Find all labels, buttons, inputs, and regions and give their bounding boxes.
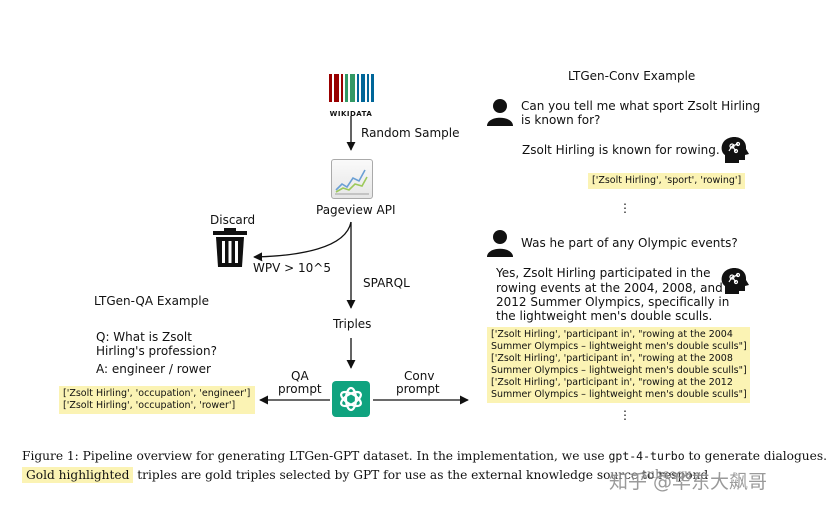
conv-triple-line: ['Zsolt Hirling', 'participant in', "row… xyxy=(491,329,733,340)
figure-caption-line2: Gold highlighted triples are gold triple… xyxy=(22,466,708,485)
bot-answer-2-line: rowing events at the 2004, 2008, and xyxy=(496,281,723,295)
qa-answer: A: engineer / rower xyxy=(96,362,211,376)
pageview-api-label: Pageview API xyxy=(316,203,396,217)
conv-example-title: LTGen-Conv Example xyxy=(568,69,696,83)
qa-prompt-label-line2: prompt xyxy=(278,382,322,396)
user-icon xyxy=(487,98,513,130)
wikidata-wordmark: WIKIDATA xyxy=(329,110,373,118)
ellipsis-2: ⋮ xyxy=(619,408,631,422)
figure-caption-line1: Figure 1: Pipeline overview for generati… xyxy=(22,447,827,466)
qa-prompt-label-line1: QA xyxy=(291,369,309,383)
user-question-2: Was he part of any Olympic events? xyxy=(521,236,738,250)
conv-triple-line: ['Zsolt Hirling', 'participant in', "row… xyxy=(491,377,733,388)
conv-triple-line: Summer Olympics – lightweight men's doub… xyxy=(491,365,747,376)
sparql-label: SPARQL xyxy=(363,276,410,290)
ai-brain-head-icon xyxy=(719,135,749,169)
user-question-1-line1: Can you tell me what sport Zsolt Hirling xyxy=(521,99,761,113)
discard-label: Discard xyxy=(210,213,256,227)
caption-text: to generate dialogues. xyxy=(684,449,827,463)
qa-question-line1: Q: What is Zsolt xyxy=(96,330,192,344)
qa-triple: ['Zsolt Hirling', 'occupation', 'enginee… xyxy=(63,388,251,399)
wikidata-barcode-icon xyxy=(329,74,374,102)
bot-answer-2-line: Yes, Zsolt Hirling participated in the xyxy=(496,266,711,280)
bot-answer-2-line: the lightweight men's double sculls. xyxy=(496,309,713,323)
trash-can-icon xyxy=(213,228,247,272)
ai-brain-head-icon xyxy=(719,266,749,300)
bot-answer-2-line: 2012 Summer Olympics, specifically in xyxy=(496,295,730,309)
caption-text: Figure 1: Pipeline overview for generati… xyxy=(22,449,609,463)
qa-question-line2: Hirling's profession? xyxy=(96,344,217,358)
openai-icon xyxy=(332,381,370,417)
user-question-1-line2: is known for? xyxy=(521,113,601,127)
wpv-condition-label: WPV > 10^5 xyxy=(253,261,331,275)
qa-triples-highlight: ['Zsolt Hirling', 'occupation', 'enginee… xyxy=(59,386,255,414)
conv-triple-line: Summer Olympics – lightweight men's doub… xyxy=(491,341,747,352)
caption-model-code: gpt-4-turbo xyxy=(608,449,685,463)
random-sample-label: Random Sample xyxy=(361,126,460,140)
triples-label: Triples xyxy=(333,317,372,331)
user-icon xyxy=(487,229,513,261)
caption-tail: subsequ xyxy=(641,467,693,481)
arrow-to-discard xyxy=(253,221,352,262)
qa-example-title: LTGen-QA Example xyxy=(94,294,209,308)
bot-answer-1: Zsolt Hirling is known for rowing. xyxy=(522,143,720,157)
ellipsis-1: ⋮ xyxy=(619,201,631,215)
conv-triples-2-highlight: ['Zsolt Hirling', 'participant in', "row… xyxy=(487,327,750,403)
conv-triple-1: ['Zsolt Hirling', 'sport', 'rowing'] xyxy=(588,173,746,189)
caption-text: triples are gold triples selected by GPT… xyxy=(133,468,709,482)
pageview-chart-icon xyxy=(331,159,373,199)
watermark: 知乎 @华东大飙哥 xyxy=(609,471,768,493)
conv-prompt-label-line1: Conv xyxy=(404,369,435,383)
caption-highlight: Gold highlighted xyxy=(22,467,134,483)
wikidata-logo: WIKIDATA xyxy=(328,72,374,118)
qa-triple: ['Zsolt Hirling', 'occupation', 'rower'] xyxy=(63,400,236,411)
conv-triple-line: Summer Olympics – lightweight men's doub… xyxy=(491,389,747,400)
conv-triple-line: ['Zsolt Hirling', 'participant in', "row… xyxy=(491,353,733,364)
conv-prompt-label-line2: prompt xyxy=(396,382,440,396)
